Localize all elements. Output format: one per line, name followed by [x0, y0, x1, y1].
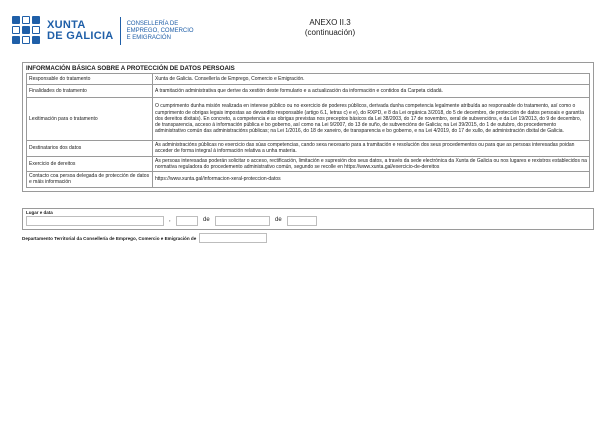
- department-line-3: E EMIGRACIÓN: [126, 34, 171, 41]
- table-row: Responsable do tratamento Xunta de Galic…: [26, 73, 590, 85]
- row-value: https://www.xunta.gal/informacion-xeral-…: [152, 171, 590, 188]
- de-separator-2: de: [275, 217, 282, 223]
- annex-title: ANEXO II.3: [309, 18, 351, 27]
- table-row: Exercicio de dereitos As persoas interes…: [26, 155, 590, 173]
- table-row: Destinatarios dos datos As administració…: [26, 140, 590, 157]
- row-value: O cumprimento dunha misión realizada en …: [152, 97, 590, 141]
- department-name: CONSELLERÍA DE EMPREGO, COMERCIO E EMIGR…: [127, 21, 194, 42]
- row-label: Finalidades do tratamento: [26, 84, 153, 98]
- xunta-emblem-icon: [12, 16, 42, 46]
- row-label: Responsable do tratamento: [26, 73, 153, 85]
- section-title: INFORMACIÓN BÁSICA SOBRE A PROTECCIÓN DE…: [26, 65, 235, 72]
- row-value: As administracións públicas no exercicio…: [152, 140, 590, 157]
- territorial-department-label: Departamento Territorial da Consellería …: [22, 235, 197, 241]
- data-protection-table: Responsable do tratamento Xunta de Galic…: [26, 73, 590, 188]
- annex-heading: ANEXO II.3 (continuación): [270, 18, 390, 38]
- logo-line-2: DE GALICIA: [47, 30, 114, 42]
- table-row: Lexitimación para o tratamento O cumprim…: [26, 97, 590, 141]
- xunta-logo: XUNTA DE GALICIA CONSELLERÍA DE EMPREGO,…: [12, 14, 194, 48]
- place-date-label: Lugar e data: [26, 210, 53, 215]
- department-line-1: CONSELLERÍA DE: [126, 20, 179, 27]
- territorial-department-line: Departamento Territorial da Consellería …: [22, 233, 268, 243]
- table-row: Finalidades do tratamento A tramitación …: [26, 84, 590, 98]
- row-value: A tramitación administrativa que derive …: [152, 84, 590, 98]
- logo-wordmark: XUNTA DE GALICIA: [47, 20, 114, 42]
- place-field[interactable]: [26, 216, 164, 226]
- logo-divider: [119, 17, 121, 45]
- table-row: Contacto coa persoa delegada de protecci…: [26, 171, 590, 188]
- day-field[interactable]: [176, 216, 198, 226]
- comma-separator: ,: [169, 217, 171, 223]
- row-value: As persoas interesadas poderán solicitar…: [152, 155, 590, 173]
- territorial-department-field[interactable]: [199, 233, 268, 243]
- annex-subtitle: (continuación): [304, 28, 356, 37]
- row-label: Lexitimación para o tratamento: [26, 97, 153, 141]
- month-field[interactable]: [215, 216, 270, 226]
- row-label: Exercicio de dereitos: [26, 155, 153, 173]
- logo-line-1: XUNTA: [47, 19, 86, 31]
- row-label: Destinatarios dos datos: [26, 140, 153, 157]
- year-field[interactable]: [287, 216, 317, 226]
- place-date-block: Lugar e data , de de: [22, 208, 594, 230]
- row-label: Contacto coa persoa delegada de protecci…: [26, 171, 153, 188]
- department-line-2: EMPREGO, COMERCIO: [126, 27, 194, 34]
- data-protection-section: INFORMACIÓN BÁSICA SOBRE A PROTECCIÓN DE…: [22, 62, 594, 192]
- row-value: Xunta de Galicia. Consellería de Emprego…: [152, 73, 590, 85]
- de-separator-1: de: [203, 217, 210, 223]
